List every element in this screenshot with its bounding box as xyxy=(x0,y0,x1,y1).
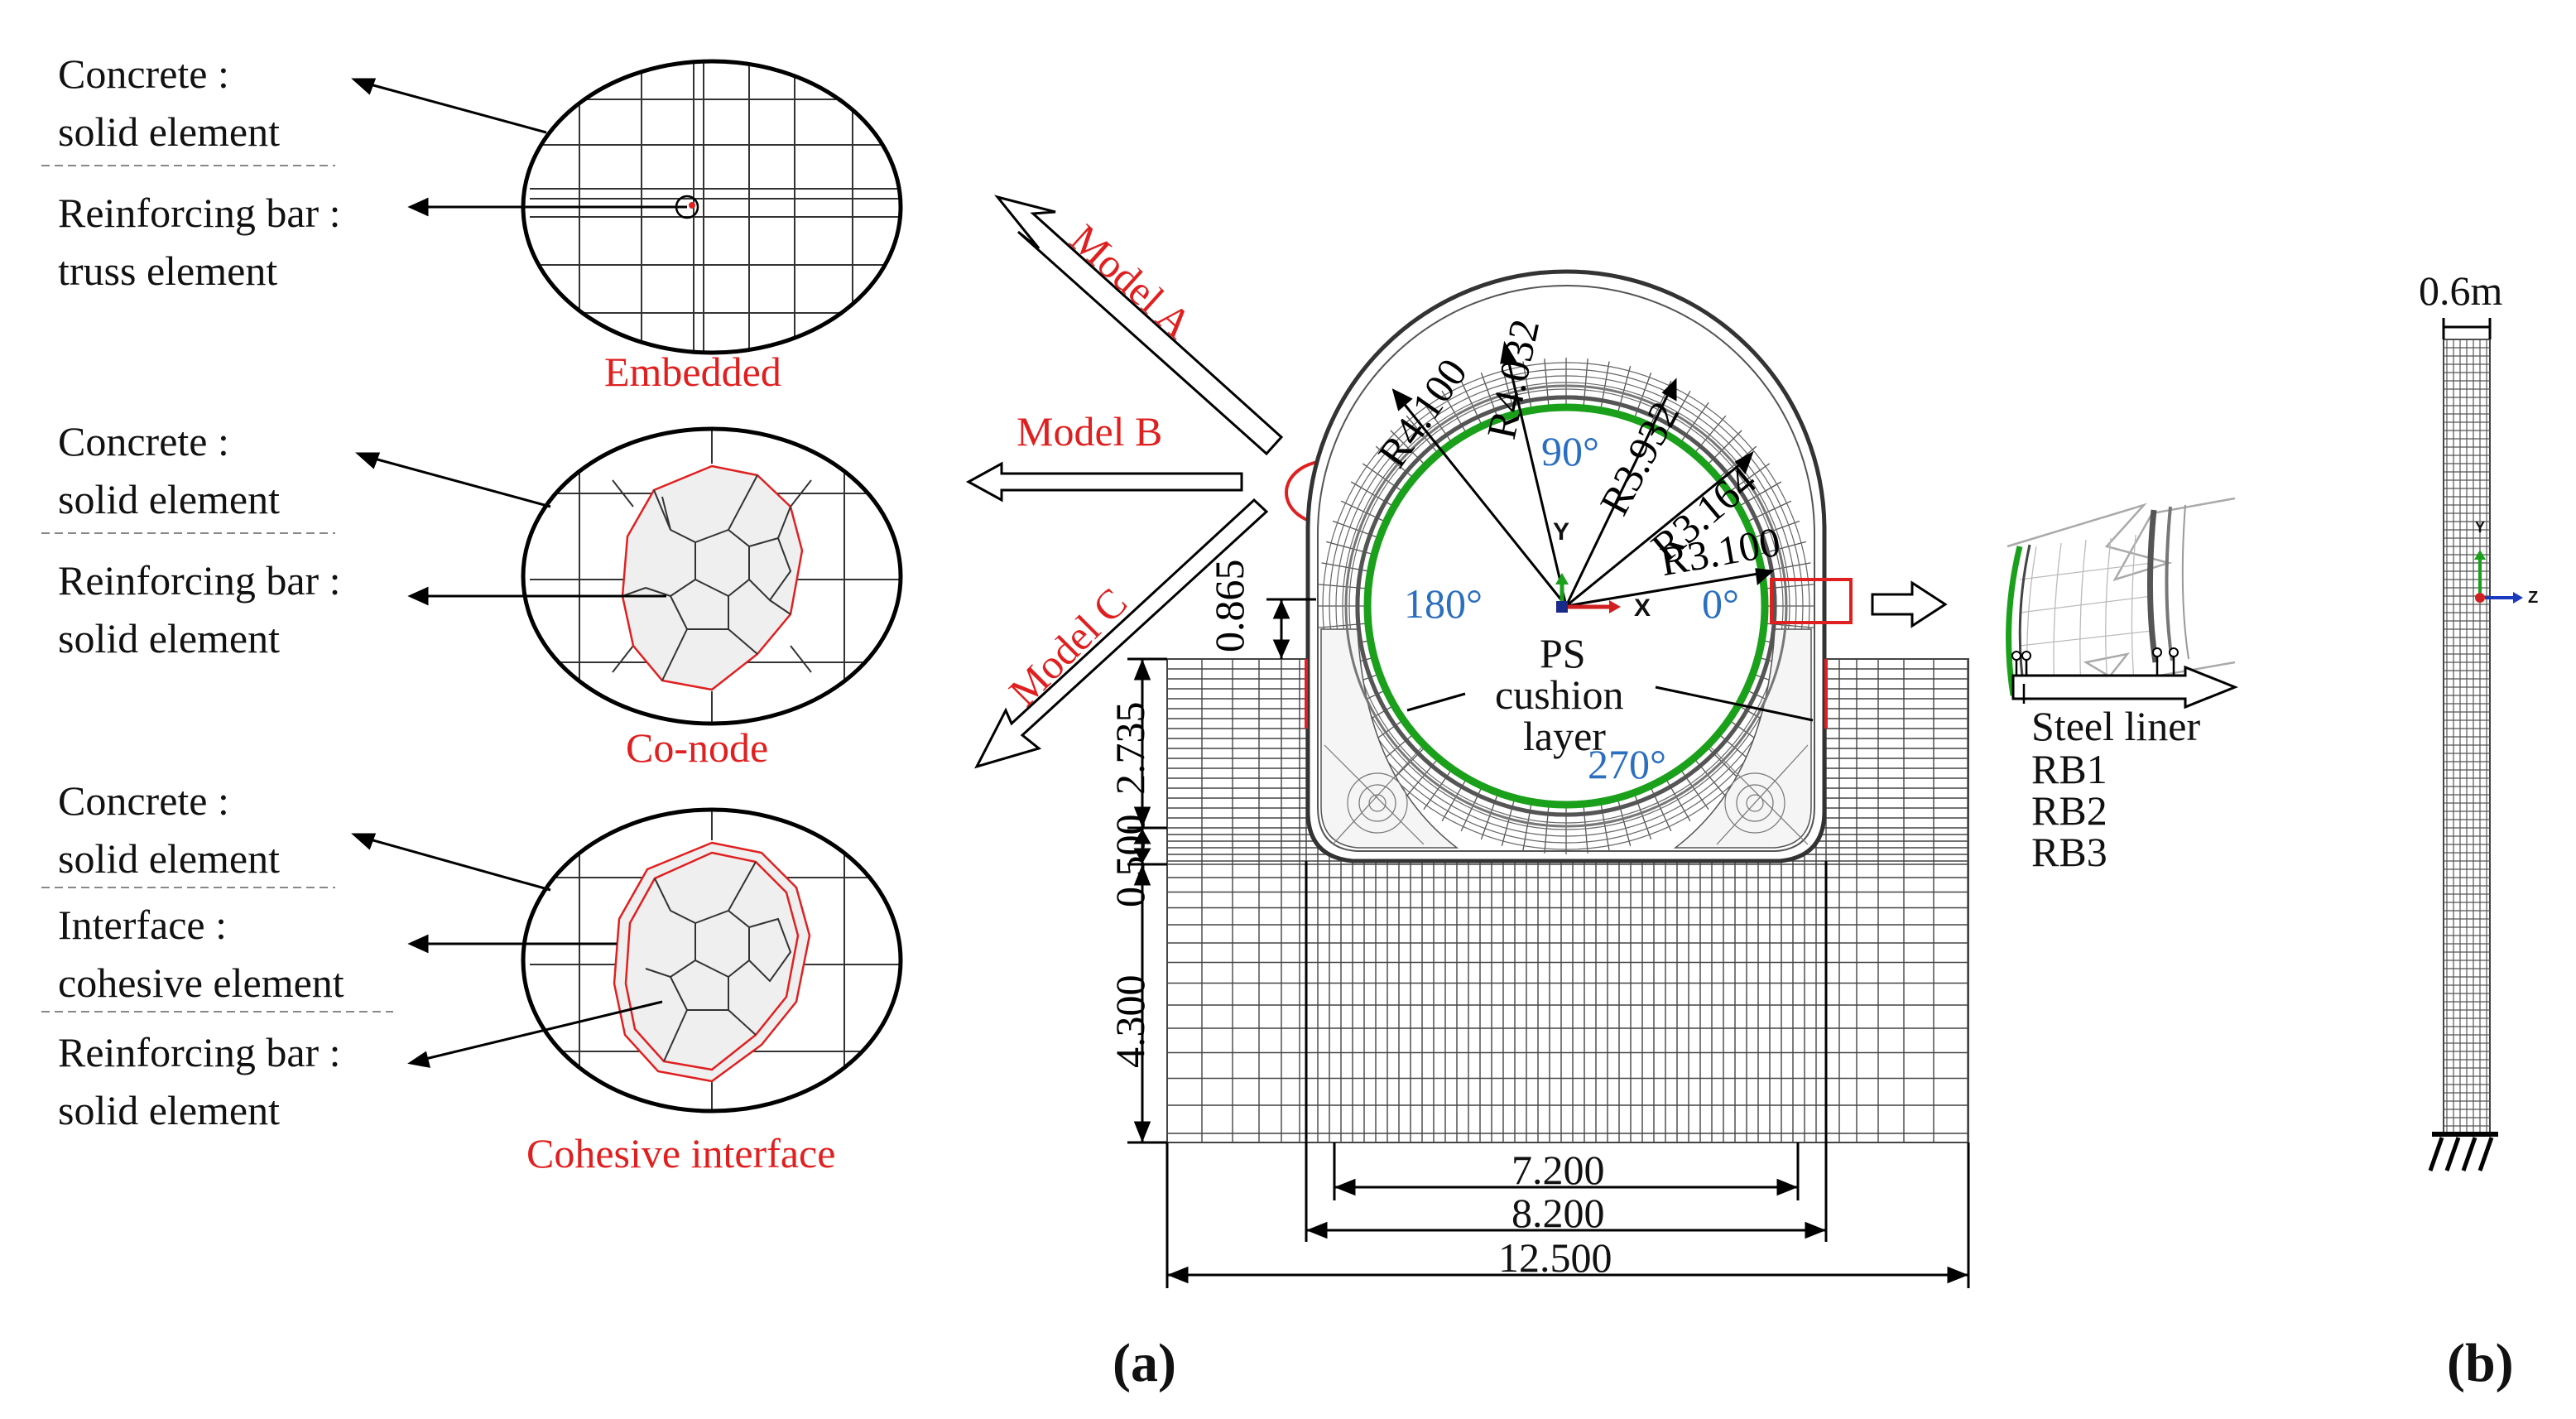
cohesive-caption: Cohesive interface xyxy=(526,1130,836,1176)
separators xyxy=(41,165,393,1013)
dim-0500: 0.500 xyxy=(1107,814,1153,908)
embedded-concrete-label: Concrete : xyxy=(58,51,229,97)
conode-caption: Co-node xyxy=(626,724,769,771)
model-b-arrow xyxy=(965,461,1243,503)
cohesive-detail xyxy=(521,807,903,1114)
cushion-label: cushion xyxy=(1495,671,1624,718)
detail-box xyxy=(1770,578,1853,624)
embedded-concrete-type: solid element xyxy=(58,108,280,155)
detail-arrow xyxy=(1871,580,1948,628)
conode-detail xyxy=(521,426,903,726)
dimension-lines xyxy=(1127,598,1970,1288)
dim-2735: 2.735 xyxy=(1107,701,1153,796)
caption-b: (b) xyxy=(2447,1333,2514,1393)
column-mesh xyxy=(2428,318,2523,1171)
legend-rb2: RB2 xyxy=(2031,787,2107,834)
column-y-label: Y xyxy=(2475,519,2486,536)
dim-12500: 12.500 xyxy=(1498,1234,1612,1281)
embedded-detail xyxy=(521,59,903,355)
model-c-arrow xyxy=(974,498,1269,769)
caption-a: (a) xyxy=(1113,1333,1176,1393)
angle-label-90: 90° xyxy=(1541,428,1599,474)
embedded-rebar-type: truss element xyxy=(58,248,278,294)
embedded-rebar-label: Reinforcing bar : xyxy=(58,190,341,236)
ps-label: PS xyxy=(1540,630,1586,676)
cohesive-rebar-type: solid element xyxy=(58,1087,280,1133)
rebar-node-dot xyxy=(689,202,695,209)
model-b-label: Model B xyxy=(1016,408,1163,455)
leader-arrows xyxy=(351,78,687,1068)
legend-rb1: RB1 xyxy=(2031,746,2107,792)
conode-rebar-label: Reinforcing bar : xyxy=(58,557,341,604)
lining-detail xyxy=(2006,497,2239,710)
cohesive-concrete-label: Concrete : xyxy=(58,777,229,824)
y-axis-label: Y xyxy=(1553,518,1570,546)
cohesive-rebar-label: Reinforcing bar : xyxy=(58,1029,341,1075)
cohesive-interface-label: Interface : xyxy=(58,902,228,948)
legend-steel-liner: Steel liner xyxy=(2031,703,2201,749)
dim-4300: 4.300 xyxy=(1107,974,1153,1069)
legend-arrow xyxy=(2011,665,2239,710)
cohesive-interface-type: cohesive element xyxy=(58,960,344,1006)
conode-concrete-label: Concrete : xyxy=(58,418,229,464)
radius-arrows xyxy=(1391,340,1775,608)
angle-label-180: 180° xyxy=(1404,580,1483,627)
embedded-caption: Embedded xyxy=(604,349,781,395)
conode-rebar-type: solid element xyxy=(58,615,280,661)
cushion-leaders xyxy=(1406,685,1814,722)
column-width-label: 0.6m xyxy=(2419,267,2503,314)
dim-8200: 8.200 xyxy=(1511,1190,1605,1236)
dim-0865: 0.865 xyxy=(1206,559,1252,653)
conode-concrete-type: solid element xyxy=(58,476,280,522)
model-a-arrow xyxy=(993,195,1284,456)
layer-label: layer xyxy=(1523,713,1606,759)
dim-7200: 7.200 xyxy=(1511,1147,1605,1193)
angle-label-270: 270° xyxy=(1588,741,1666,787)
cohesive-concrete-type: solid element xyxy=(58,835,280,882)
column-z-label: Z xyxy=(2528,589,2539,607)
x-axis-label: X xyxy=(1634,594,1651,622)
angle-label-0: 0° xyxy=(1702,580,1739,627)
legend-rb3: RB3 xyxy=(2031,829,2107,875)
tunnel-axis xyxy=(1555,573,1621,613)
model-arrows xyxy=(965,195,1284,769)
